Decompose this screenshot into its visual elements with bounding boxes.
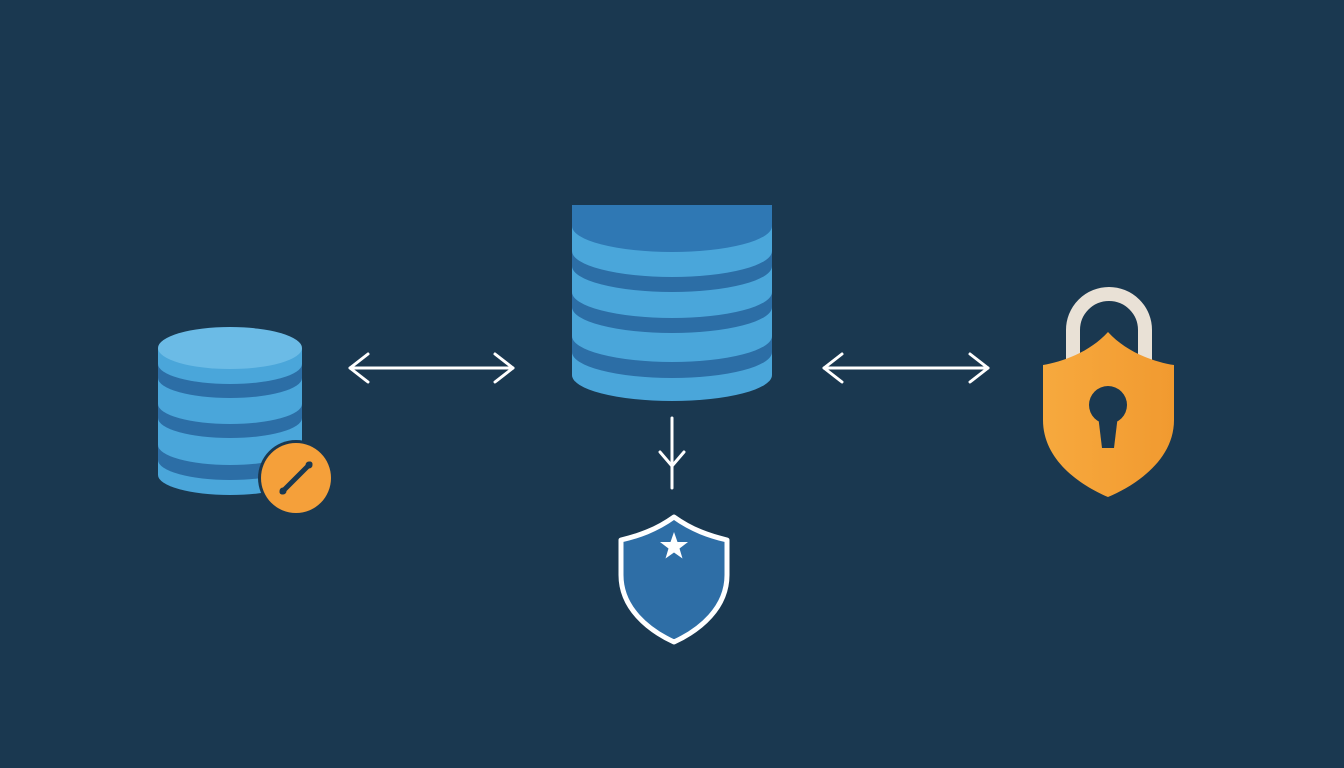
shield-star-icon	[618, 514, 730, 645]
down-arrow	[658, 416, 686, 490]
padlock-shield-icon	[1043, 287, 1174, 497]
bidirectional-arrow-right	[822, 352, 990, 384]
central-database-icon	[572, 205, 772, 401]
source-database-icon	[158, 327, 302, 495]
edit-badge-icon	[258, 440, 334, 516]
bidirectional-arrow-left	[348, 352, 515, 384]
